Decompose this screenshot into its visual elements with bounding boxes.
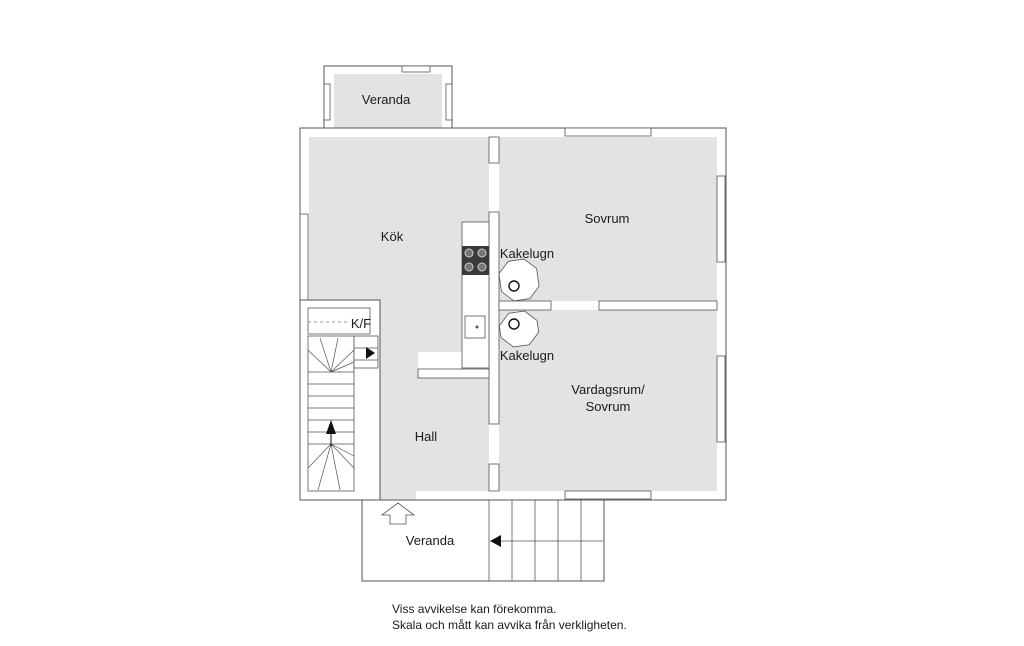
disclaimer-line-1: Viss avvikelse kan förekomma. — [392, 602, 557, 616]
tiled-stove-lower-icon — [498, 310, 540, 348]
staircase — [299, 299, 381, 501]
veranda-bottom — [361, 499, 605, 582]
label-kf: K/F — [351, 316, 371, 331]
disclaimer-line-2: Skala och mått kan avvika från verklighe… — [392, 618, 627, 632]
label-kok: Kök — [381, 229, 404, 244]
label-vardagsrum-line1: Vardagsrum/ — [571, 382, 645, 397]
label-kakelugn-upper: Kakelugn — [500, 246, 554, 261]
label-veranda-bottom: Veranda — [406, 533, 455, 548]
arrow-left-icon — [490, 535, 501, 547]
tiled-stove-upper-icon — [498, 258, 540, 302]
label-veranda-top: Veranda — [362, 92, 411, 107]
label-sovrum: Sovrum — [585, 211, 630, 226]
arrow-right-icon — [366, 347, 375, 359]
label-vardagsrum-line2: Sovrum — [586, 399, 631, 414]
label-hall: Hall — [415, 429, 438, 444]
arrow-up-icon — [326, 420, 336, 434]
kitchen-counter — [461, 221, 490, 369]
disclaimer: Viss avvikelse kan förekomma. Skala och … — [392, 601, 627, 633]
label-kakelugn-lower: Kakelugn — [500, 348, 554, 363]
sink-icon — [464, 315, 486, 339]
entrance-arrow-icon — [380, 502, 416, 525]
